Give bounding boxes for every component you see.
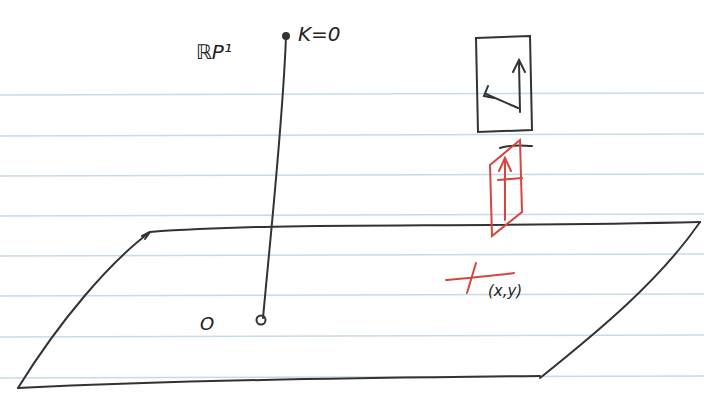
- red-frame: [446, 140, 522, 293]
- plane: [18, 222, 700, 388]
- fibre-line: [257, 33, 290, 325]
- curvature-label: K=0: [298, 22, 341, 46]
- ruled-lines: [0, 93, 704, 378]
- origin-label: O: [200, 313, 214, 334]
- space-label: ℝP¹: [196, 40, 232, 64]
- point-label: (x,y): [488, 282, 522, 300]
- frame-box: [476, 36, 532, 148]
